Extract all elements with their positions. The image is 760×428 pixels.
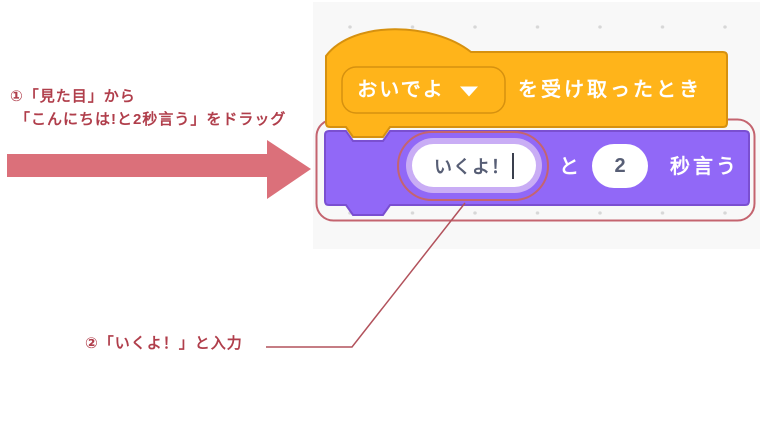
say-block-connector-label: と <box>559 156 579 178</box>
dropdown-caret-icon[interactable] <box>460 86 478 97</box>
message-dropdown-value[interactable]: おいでよ <box>357 79 445 101</box>
step1-note-line1: ①「見た目」から <box>10 88 136 105</box>
step2-note: ②「いくよ！」と入力 <box>85 335 243 352</box>
say-block-suffix-label: 秒言う <box>670 156 739 178</box>
hat-block-label: を受け取ったとき <box>518 79 702 101</box>
seconds-input[interactable]: 2 <box>592 144 648 188</box>
message-input-highlight-outline <box>397 131 549 201</box>
message-input-value: いくよ！ <box>434 156 510 177</box>
callout-connector-line <box>266 202 466 348</box>
message-input[interactable]: いくよ！ <box>412 144 536 187</box>
text-cursor <box>512 152 514 179</box>
drag-arrow-icon <box>7 140 311 199</box>
step1-note-line2: 「こんにちは!と2秒言う」をドラッグ <box>15 111 287 128</box>
message-dropdown[interactable] <box>341 66 506 114</box>
